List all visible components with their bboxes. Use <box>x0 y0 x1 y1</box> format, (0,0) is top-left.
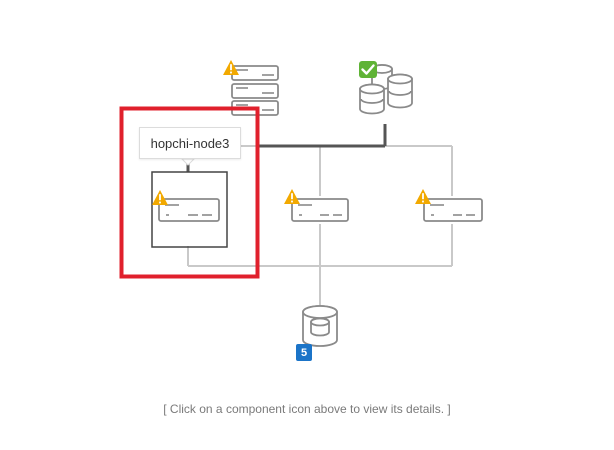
tooltip-pointer <box>180 158 196 166</box>
topology-links <box>186 145 453 305</box>
selection-highlight <box>119 106 260 279</box>
check-icon <box>359 61 377 78</box>
warning-triangle-icon <box>415 189 431 204</box>
server-node-middle[interactable] <box>291 198 349 222</box>
storage-database[interactable] <box>302 305 338 347</box>
details-hint: [ Click on a component icon above to vie… <box>163 402 451 416</box>
node-tooltip: hopchi-node3 <box>139 127 241 159</box>
count-badge-label: 5 <box>300 346 308 359</box>
tooltip-label: hopchi-node3 <box>150 135 230 151</box>
count-badge <box>296 344 312 361</box>
warning-triangle-icon <box>152 190 168 205</box>
selected-node-frame <box>151 171 228 248</box>
warning-triangle-icon <box>284 189 300 204</box>
server-node-3[interactable] <box>158 198 220 222</box>
database-cluster-top[interactable] <box>359 64 413 115</box>
server-node-right[interactable] <box>423 198 483 222</box>
